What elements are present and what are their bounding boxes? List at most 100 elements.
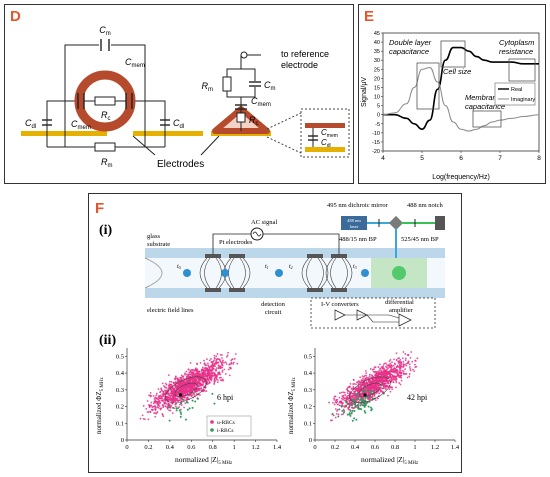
u-rbc-point: [371, 394, 374, 397]
u-rbc-point: [394, 363, 396, 366]
u-rbc-point: [214, 374, 217, 377]
u-rbc-point: [182, 389, 184, 392]
u-rbc-point: [213, 357, 216, 360]
i-rbc-point: [350, 411, 353, 414]
u-rbc-point: [375, 386, 378, 389]
x-tick-label-3: 0.6: [371, 444, 380, 451]
rc2-resistor: [236, 112, 246, 123]
u-rbc-point: [404, 357, 407, 360]
u-rbc-point: [153, 402, 155, 405]
y-tick-label-5: 0.5: [304, 353, 312, 360]
u-rbc-point: [194, 390, 196, 393]
u-rbc-point: [184, 373, 186, 376]
u-rbc-point: [390, 373, 392, 376]
legend-u-label: u-RBCs: [217, 420, 235, 426]
u-rbc-point: [178, 406, 181, 408]
u-rbc-point: [193, 370, 195, 373]
u-rbc-point: [395, 359, 398, 362]
u-rbc-point: [404, 359, 407, 362]
x-tick-label-5: 1: [233, 444, 236, 451]
u-rbc-point: [343, 406, 346, 408]
electrodes-arrow-right: [200, 135, 220, 156]
u-rbc-point: [349, 382, 352, 385]
y-tick-label-8: 20: [374, 76, 380, 82]
u-rbc-point: [344, 394, 347, 396]
u-rbc-point: [199, 384, 202, 387]
u-rbc-point: [149, 405, 151, 408]
i-rbc-point: [176, 407, 179, 410]
u-rbc-point: [213, 363, 216, 366]
u-rbc-point: [340, 401, 342, 404]
u-rbc-point: [192, 391, 195, 394]
u-rbc-point: [385, 382, 387, 385]
detection-circuit-box: [310, 297, 436, 329]
u-rbc-point: [371, 374, 374, 377]
u-rbc-point: [159, 390, 162, 393]
u-rbc-point: [185, 376, 188, 378]
u-rbc-point: [196, 388, 199, 391]
u-rbc-point: [195, 362, 198, 365]
y-tick-label-4: 0: [377, 113, 380, 119]
u-rbc-point: [379, 381, 382, 384]
u-rbc-point: [164, 392, 167, 395]
annotation-membrane-1: Membrane: [465, 93, 501, 102]
u-rbc-point: [206, 375, 209, 378]
u-rbc-point: [398, 364, 401, 366]
u-rbc-point: [347, 406, 350, 409]
u-rbc-point: [382, 379, 385, 382]
detection-label-1: detection: [261, 301, 286, 308]
u-rbc-point: [163, 389, 166, 392]
u-rbc-point: [216, 353, 219, 355]
detection-label-2: circuit: [265, 309, 282, 316]
u-rbc-point: [192, 368, 194, 371]
x-tick-label-6: 1.2: [431, 444, 439, 451]
i-rbc-point: [369, 406, 372, 409]
y-tick-label-10: 30: [374, 58, 380, 64]
i-rbc-point: [191, 406, 194, 409]
u-rbc-point: [154, 415, 157, 418]
u-rbc-point: [373, 394, 376, 397]
u-rbc-point: [389, 386, 392, 389]
u-rbc-point: [375, 392, 378, 395]
u-rbc-point: [181, 381, 184, 383]
i-rbc-point: [191, 399, 194, 402]
u-rbc-point: [206, 368, 209, 370]
u-rbc-point: [232, 363, 235, 365]
i-rbc-point: [196, 397, 199, 400]
electrodes-arrow-left: [132, 135, 156, 156]
cdl-capacitor-left: [42, 119, 52, 126]
u-rbc-point: [215, 359, 218, 362]
u-rbc-point: [390, 364, 393, 366]
u-rbc-point: [186, 384, 189, 386]
u-rbc-point: [410, 351, 413, 353]
u-rbc-point: [191, 384, 194, 387]
u-rbc-point: [361, 375, 364, 378]
u-rbc-point: [401, 369, 404, 372]
x-tick-label-0: 0: [125, 444, 128, 451]
u-rbc-point: [409, 368, 412, 370]
u-rbc-point: [210, 361, 213, 364]
u-rbc-point: [176, 397, 179, 400]
u-rbc-point: [404, 353, 407, 355]
u-rbc-point: [234, 353, 237, 355]
u-rbc-point: [215, 358, 218, 361]
plot2-x-label: normalized |Z|5 MHz: [361, 455, 419, 466]
i-rbc-point: [168, 406, 171, 409]
u-rbc-point: [219, 361, 222, 363]
u-rbc-point: [204, 387, 207, 389]
u-rbc-point: [156, 411, 159, 414]
u-rbc-point: [335, 412, 338, 415]
annotation-cytoplasm-2: resistance: [499, 47, 533, 56]
i-rbc-point: [358, 407, 361, 410]
u-rbc-point: [340, 397, 343, 400]
u-rbc-point: [207, 362, 209, 365]
u-rbc-point: [150, 401, 153, 404]
u-rbc-point: [150, 408, 153, 411]
u-rbc-point: [377, 379, 379, 382]
u-rbc-point: [365, 372, 368, 375]
u-rbc-point: [382, 384, 384, 387]
u-rbc-point: [149, 392, 152, 394]
u-rbc-point: [398, 382, 401, 384]
chart-y-label: Signal/μV: [361, 77, 368, 107]
u-rbc-point: [208, 366, 211, 369]
